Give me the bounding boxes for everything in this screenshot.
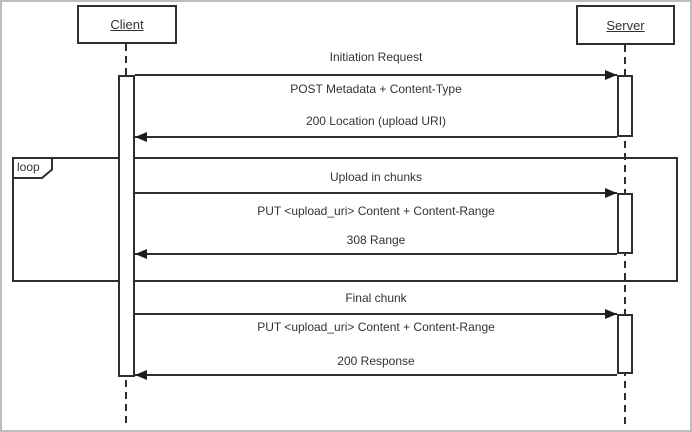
arrowhead-right-icon bbox=[605, 188, 617, 198]
message-label-put-chunk: PUT <upload_uri> Content + Content-Range bbox=[257, 204, 495, 218]
arrowhead-left-icon bbox=[135, 132, 147, 142]
message-label-200-response: 200 Response bbox=[337, 354, 415, 368]
actor-box-server: Server bbox=[576, 5, 675, 45]
section-label-initiation: Initiation Request bbox=[329, 50, 423, 64]
loop-title-label: Upload in chunks bbox=[329, 170, 423, 184]
message-line-put-chunk bbox=[135, 192, 617, 194]
client-activation-bar bbox=[118, 75, 135, 377]
message-line-location bbox=[135, 136, 617, 138]
message-line-post bbox=[135, 74, 617, 76]
message-label-put-final: PUT <upload_uri> Content + Content-Range bbox=[257, 320, 495, 334]
message-line-200-response bbox=[135, 374, 617, 376]
message-line-308 bbox=[135, 253, 617, 255]
section-label-final-chunk: Final chunk bbox=[345, 291, 407, 305]
arrowhead-left-icon bbox=[135, 249, 147, 259]
actor-box-client: Client bbox=[77, 5, 177, 44]
message-label-post: POST Metadata + Content-Type bbox=[290, 82, 462, 96]
server-activation-bar-1 bbox=[617, 75, 633, 137]
message-label-location: 200 Location (upload URI) bbox=[305, 114, 447, 128]
message-line-put-final bbox=[135, 313, 617, 315]
loop-fragment-frame bbox=[12, 157, 678, 282]
server-activation-bar-2 bbox=[617, 193, 633, 254]
arrowhead-right-icon bbox=[605, 70, 617, 80]
actor-label-client: Client bbox=[110, 17, 144, 32]
loop-operator-badge: loop bbox=[12, 157, 53, 179]
arrowhead-left-icon bbox=[135, 370, 147, 380]
server-activation-bar-3 bbox=[617, 314, 633, 374]
message-label-308: 308 Range bbox=[346, 233, 406, 247]
actor-label-server: Server bbox=[606, 17, 645, 33]
arrowhead-right-icon bbox=[605, 309, 617, 319]
loop-pentagon-icon bbox=[12, 157, 53, 179]
loop-operator-label: loop bbox=[17, 160, 40, 174]
